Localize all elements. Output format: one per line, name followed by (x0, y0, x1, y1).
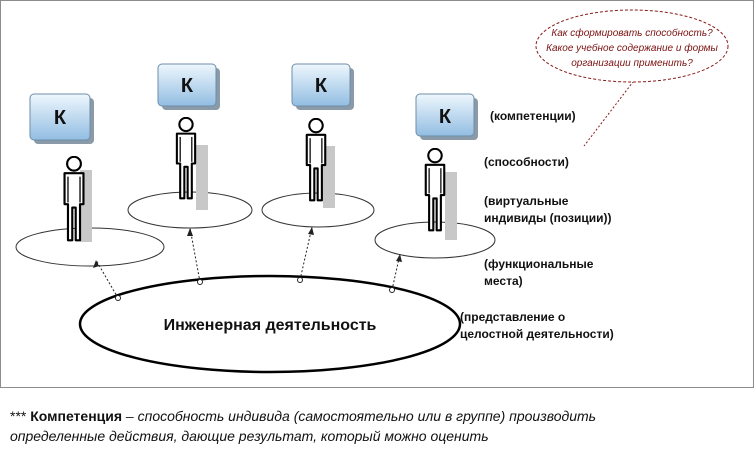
figure-group-2: К (127, 63, 253, 229)
person-icon (175, 117, 197, 200)
badge-letter: К (439, 106, 452, 128)
label-competencies: (компетенции) (490, 109, 576, 123)
label-virtual-individuals: (виртуальные (484, 194, 569, 208)
figure-group-3: К (261, 63, 375, 228)
label-representation: (представление о (460, 310, 565, 324)
bubble-line: Какое учебное содержание и формы (546, 42, 718, 54)
label-representation: целостной деятельности) (460, 327, 614, 341)
footnote-term: Компетенция (30, 408, 123, 424)
person-shadow (445, 172, 457, 240)
connectors (95, 226, 401, 299)
connector-line (95, 259, 119, 299)
badge-letter: К (54, 107, 67, 129)
engineering-activity-label: Инженерная деятельность (164, 317, 377, 334)
bubble-line: организации применить? (571, 58, 693, 69)
person-shadow (196, 145, 208, 210)
person-icon (424, 148, 446, 232)
label-functional-places: (функциональные (484, 257, 594, 271)
connector-arrowheads (93, 227, 402, 268)
functional-place-ellipse (374, 221, 496, 259)
person-icon (63, 156, 85, 242)
competence-badge: К (29, 93, 94, 144)
figure-group-1: К (15, 93, 165, 267)
figure-group-4: К (374, 93, 496, 259)
connector-line (299, 226, 313, 281)
badge-letter: К (315, 75, 328, 97)
label-functional-places: места) (484, 274, 523, 288)
footnote-definition: – способность индивида (самостоятельно и… (122, 408, 597, 424)
person-icon (305, 118, 327, 202)
label-abilities: (способности) (484, 155, 569, 169)
footnote-stars: *** (10, 408, 31, 424)
badge-letter: К (181, 75, 194, 97)
competence-badge: К (291, 63, 354, 110)
competence-badge: К (415, 93, 478, 140)
competence-definition: *** Компетенция – способность индивида (… (10, 406, 750, 446)
bubble-line: Как сформировать способность? (551, 27, 713, 39)
competence-badge: К (157, 63, 220, 110)
footnote-definition: определенные действия, дающие результат,… (10, 428, 489, 444)
connector-line (189, 227, 201, 283)
engineering-activity-node: Инженерная деятельность (78, 274, 462, 374)
label-virtual-individuals: индивиды (позиции)) (484, 211, 611, 225)
level-labels: (компетенции) (способности) (виртуальные… (460, 109, 614, 341)
connector-endpoints (115, 277, 395, 301)
question-bubble: Как сформировать способность? Какое учеб… (535, 9, 729, 147)
